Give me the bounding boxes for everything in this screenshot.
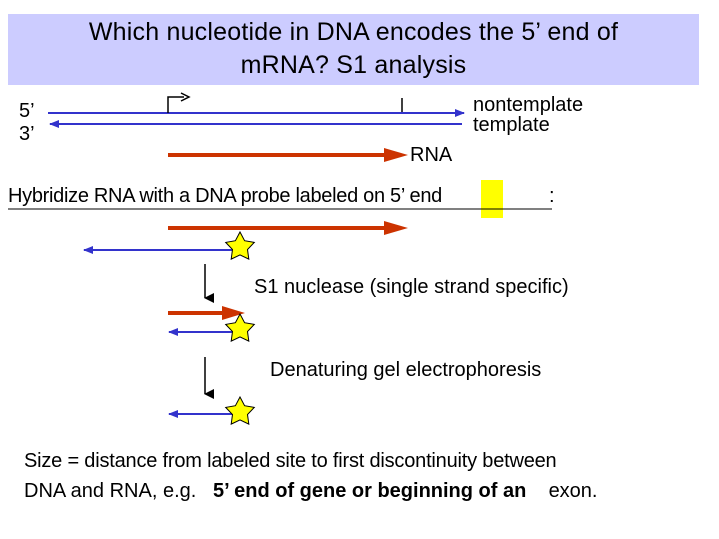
title-band [8, 14, 699, 85]
conclusion-line-2: DNA and RNA, e.g. 5’ end of gene or begi… [24, 480, 598, 502]
label-star-icon [224, 230, 256, 260]
conclusion-prefix: DNA and RNA, e.g. [24, 480, 208, 502]
promoter-arrow-icon [167, 92, 191, 113]
label-star-icon [224, 312, 256, 342]
template-label: template [473, 114, 550, 136]
hybridize-colon: : [549, 185, 555, 207]
conclusion-emphasis: 5’ end of gene or beginning of an [212, 480, 527, 502]
label-star-icon [224, 395, 256, 425]
rna-label: RNA [410, 144, 453, 166]
conclusion-suffix: exon. [548, 480, 598, 502]
five-prime-label: 5’ [19, 100, 35, 122]
s1-step-text: S1 nuclease (single strand specific) [254, 276, 569, 298]
protected-rna-arrowhead [222, 306, 245, 320]
title-line-1: Which nucleotide in DNA encodes the 5’ e… [88, 18, 619, 46]
nontemplate-label: nontemplate [473, 94, 584, 116]
title-line-2: mRNA? S1 analysis [240, 51, 467, 79]
denaturing-step-text: Denaturing gel electrophoresis [270, 359, 542, 381]
hybrid-rna-arrowhead [384, 221, 408, 235]
hybridize-step-text: Hybridize RNA with a DNA probe labeled o… [8, 185, 442, 207]
three-prime-label: 3’ [19, 123, 35, 145]
conclusion-line-1: Size = distance from labeled site to fir… [24, 450, 557, 472]
rna-arrowhead [384, 148, 408, 162]
slide-title: Which nucleotide in DNA encodes the 5’ e… [8, 16, 699, 82]
